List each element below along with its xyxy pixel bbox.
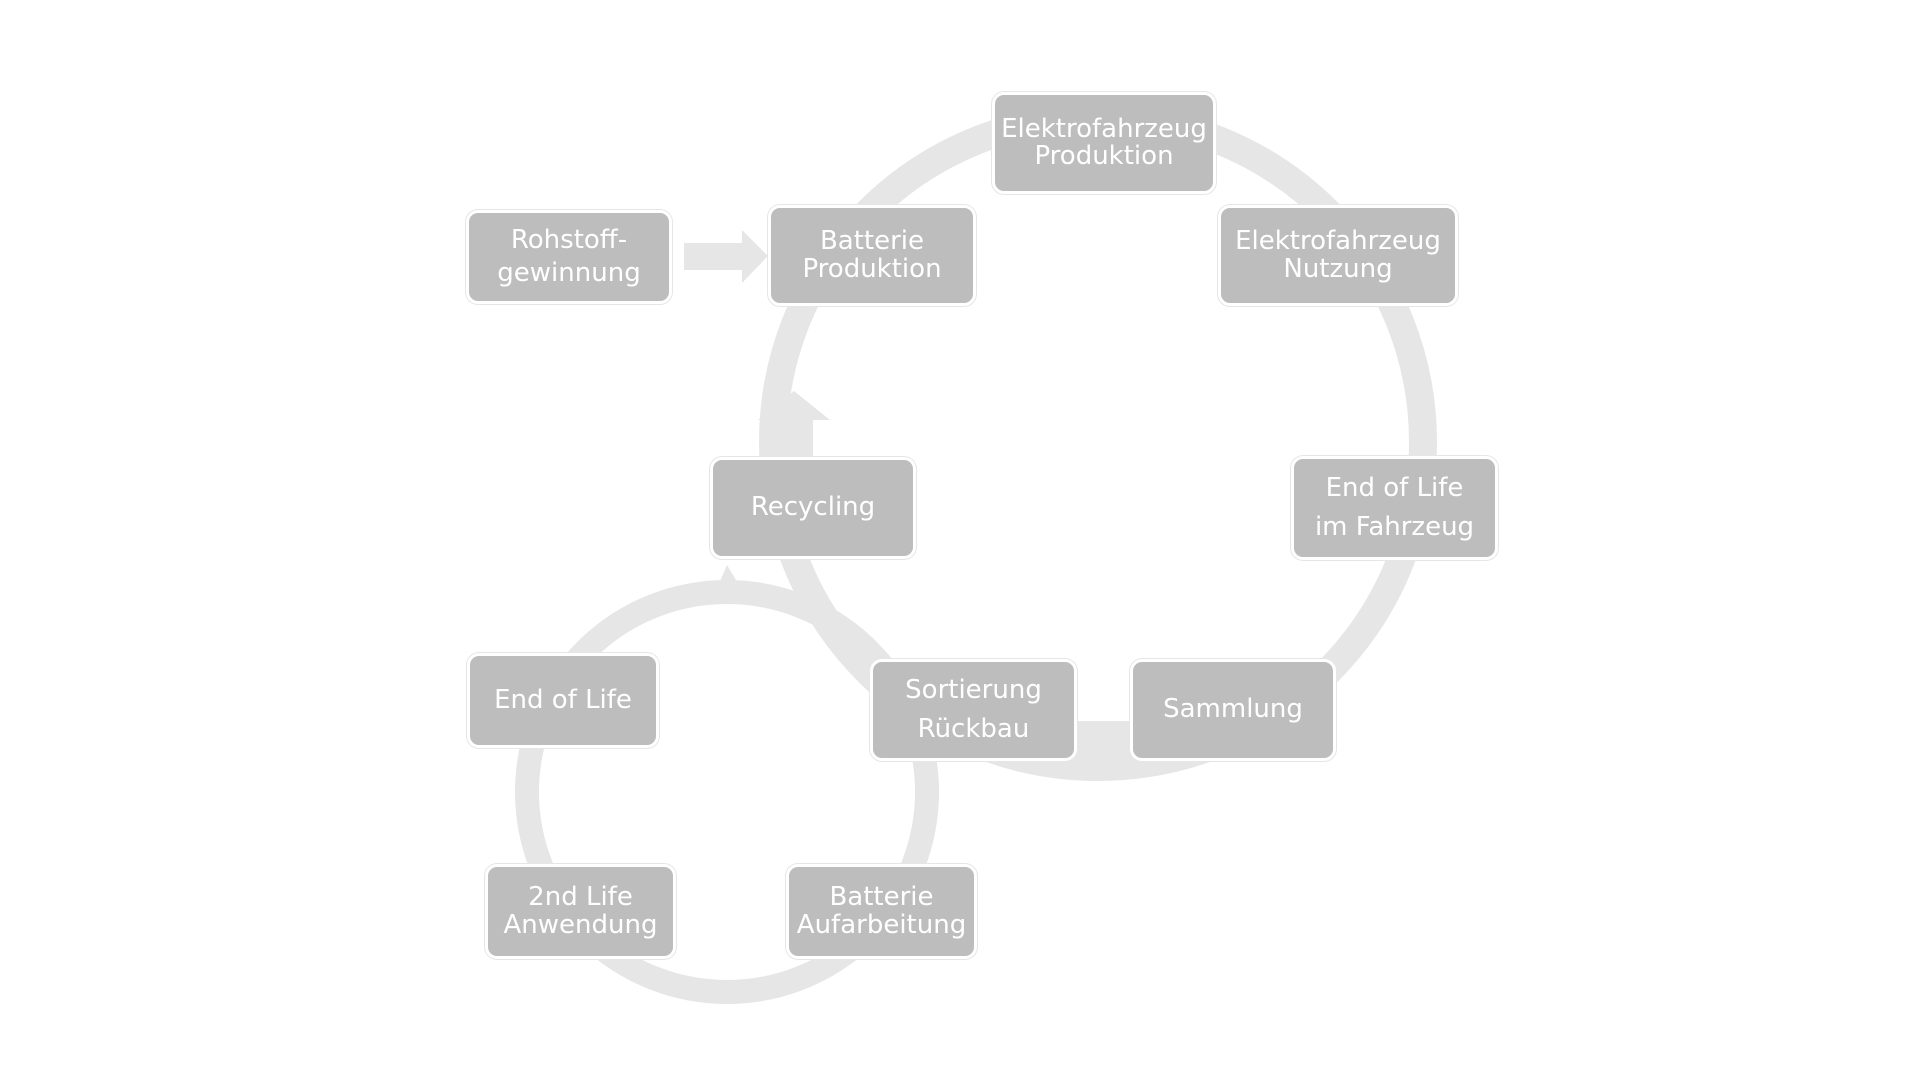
node-label-line1: Elektrofahrzeug — [1001, 113, 1207, 144]
node-end-of-life: End of Life — [467, 653, 659, 748]
node-label-line2: Anwendung — [503, 909, 658, 940]
node-label-line2: Nutzung — [1283, 253, 1393, 284]
node-label-line2: Rückbau — [917, 714, 1030, 744]
node-batterie-produktion: Batterie Produktion — [768, 205, 976, 306]
node-label-line1: Sammlung — [1163, 694, 1303, 725]
node-label-line1: Batterie — [829, 882, 934, 913]
node-label-line1: Recycling — [750, 492, 876, 523]
node-end-of-life-fahrzeug: End of Life im Fahrzeug — [1291, 456, 1498, 560]
node-label-line1: 2nd Life — [528, 882, 633, 913]
node-label-line1: Batterie — [819, 226, 925, 257]
node-label-line1: End of Life — [494, 684, 632, 715]
node-label-line1: Elektrofahrzeug — [1235, 226, 1441, 257]
node-recycling: Recycling — [710, 457, 916, 559]
node-sortierung-rueckbau: Sortierung Rückbau — [870, 659, 1077, 761]
node-label-line2: Produktion — [802, 253, 942, 284]
node-batterie-aufarbeitung: Batterie Aufarbeitung — [786, 864, 977, 959]
node-label-line1: Rohstoff- — [510, 224, 628, 255]
node-elektrofahrzeug-nutzung: Elektrofahrzeug Nutzung — [1218, 205, 1458, 306]
node-label-line2: Aufarbeitung — [796, 909, 967, 940]
node-2nd-life-anwendung: 2nd Life Anwendung — [485, 864, 676, 959]
sortierung-sammlung-link — [1072, 721, 1136, 761]
node-rohstoffgewinnung: Rohstoff- gewinnung — [466, 210, 672, 304]
node-elektrofahrzeug-produktion: Elektrofahrzeug Produktion — [992, 92, 1216, 194]
node-label-line1: End of Life — [1325, 473, 1464, 503]
node-label-line2: im Fahrzeug — [1314, 512, 1475, 542]
arrowhead-icon — [712, 565, 736, 600]
secondary-cycle-ring — [515, 580, 939, 1004]
node-label-line1: Sortierung — [905, 675, 1042, 705]
arrow-right-icon — [684, 230, 768, 283]
node-sammlung: Sammlung — [1130, 659, 1336, 761]
node-label-line2: Produktion — [1034, 141, 1174, 171]
arrow-up-icon — [758, 391, 830, 456]
node-label-line2: gewinnung — [497, 258, 641, 288]
